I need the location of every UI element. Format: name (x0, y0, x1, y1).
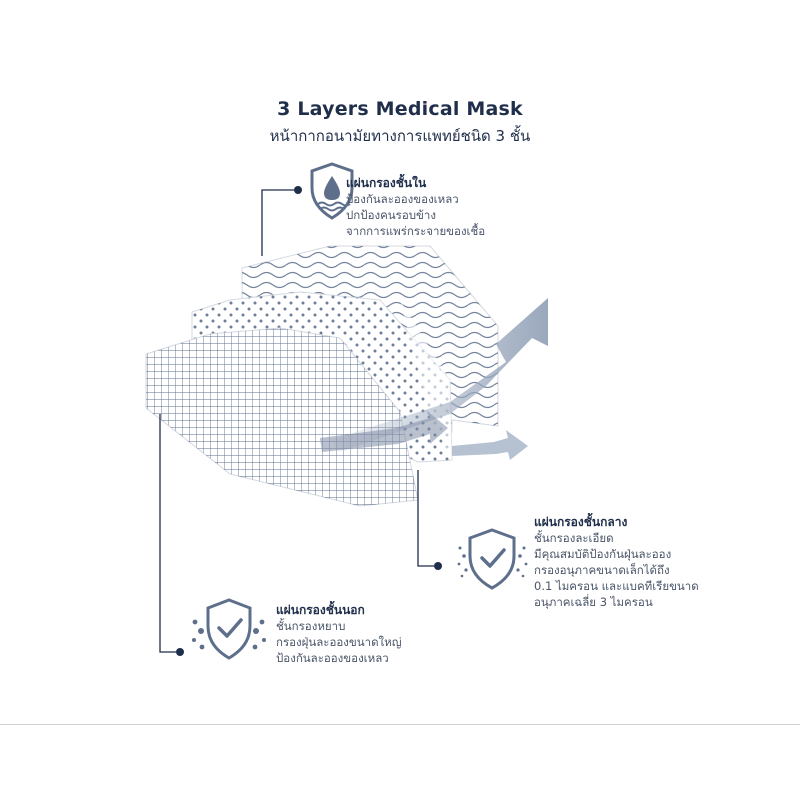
outer-layer-heading: แผ่นกรองชั้นนอก (276, 603, 365, 617)
leader-line-inner (261, 186, 302, 256)
middle-layer-heading: แผ่นกรองชั้นกลาง (534, 515, 628, 529)
outer-layer-line: กรองฝุ่นละอองขนาดใหญ่ (276, 635, 402, 649)
middle-layer-line: 0.1 ไมครอน และแบคทีเรียขนาด (534, 579, 699, 593)
outer-layer-sheet (145, 327, 419, 507)
inner-layer-line: จากการแพร่กระจายของเชื้อ (346, 224, 486, 238)
diagram-subtitle: หน้ากากอนามัยทางการแพทย์ชนิด 3 ชั้น (269, 127, 531, 145)
inner-layer-heading: แผ่นกรองชั้นใน (346, 176, 427, 190)
inner-layer-line: ป้องกันละอองของเหลว (346, 192, 459, 206)
middle-layer-line: อนุภาคเฉลี่ย 3 ไมครอน (534, 595, 653, 609)
leader-line-middle (417, 470, 442, 570)
outer-layer-line: ชั้นกรองหยาบ (276, 619, 346, 633)
middle-layer-line: กรองอนุภาคขนาดเล็กได้ถึง (534, 563, 670, 577)
shield-check-particles-icon (457, 528, 528, 590)
inner-layer-description: แผ่นกรองชั้นใน ป้องกันละอองของเหลว ปกป้อ… (346, 175, 485, 239)
airflow-arrow-lower (452, 430, 528, 460)
outer-layer-line: ป้องกันละอองของเหลว (276, 651, 389, 665)
shield-droplet-icon (310, 162, 354, 220)
leader-line-outer (159, 414, 184, 656)
outer-layer-description: แผ่นกรองชั้นนอก ชั้นกรองหยาบ กรองฝุ่นละอ… (276, 602, 402, 666)
bottom-divider (0, 724, 800, 725)
middle-layer-line: ชั้นกรองละเอียด (534, 531, 614, 545)
diagram-title: 3 Layers Medical Mask (277, 98, 523, 120)
shield-check-particles-icon (192, 598, 266, 660)
middle-layer-line: มีคุณสมบัติป้องกันฝุ่นละออง (534, 547, 672, 561)
inner-layer-line: ปกป้องคนรอบข้าง (346, 208, 436, 222)
middle-layer-description: แผ่นกรองชั้นกลาง ชั้นกรองละเอียด มีคุณสม… (534, 514, 699, 610)
airflow-arrow-inner (320, 410, 448, 452)
